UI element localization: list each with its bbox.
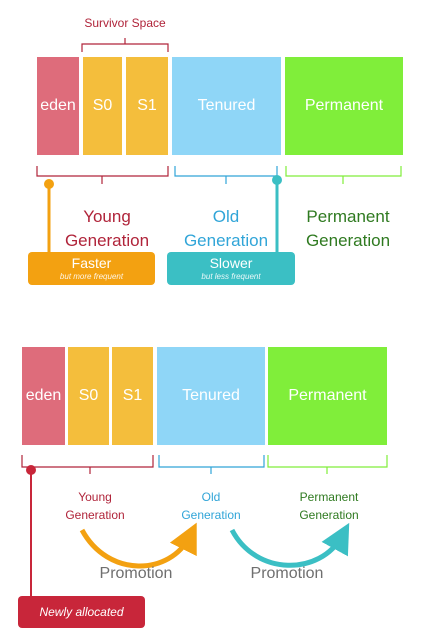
s0-block: S0 [83,57,122,155]
newly-allocated-label: Newly allocated [39,605,124,619]
newly-allocated-badge: Newly allocated [18,596,145,628]
young-line-1: Young [83,207,131,226]
bottom-young-bracket [21,455,154,468]
slower-pointer-dot [272,175,282,185]
permanent-bracket [285,166,402,177]
promotion-arrow-1 [79,522,197,569]
bottom-old-line-1: Old [201,490,221,504]
bottom-tenured-block: Tenured [157,347,265,445]
tenured-block: Tenured [172,57,281,155]
bottom-permanent-line-2: Generation [299,508,359,522]
bottom-young-line-1: Young [78,490,112,504]
bottom-old-line-2: Generation [181,508,241,522]
promotion-arrow-2 [229,522,350,568]
bottom-old-bracket [158,455,265,468]
promotion-label-1: Promotion [99,565,173,582]
old-line-1: Old [212,207,240,226]
young-generation-label: Young Generation [52,205,162,253]
slower-label: Slower [209,255,253,271]
faster-badge: Faster but more frequent [28,252,155,285]
bottom-young-generation-label: Young Generation [45,488,145,524]
permanent-block: Permanent [285,57,403,155]
bottom-permanent-block: Permanent [268,347,387,445]
top-diagram-lines [36,38,402,252]
young-bracket [36,166,169,177]
bottom-s0-block: S0 [68,347,109,445]
bottom-permanent-generation-label: Permanent Generation [279,488,379,524]
survivor-space-label: Survivor Space [84,16,166,30]
bottom-eden-block: eden [22,347,65,445]
bottom-old-generation-label: Old Generation [161,488,261,524]
heap-diagram-top: Survivor Space eden S0 S1 Tenured Perman… [28,16,403,285]
faster-note: but more frequent [59,272,124,281]
eden-block: eden [37,57,79,155]
s1-block: S1 [126,57,168,155]
permanent-generation-label: Permanent Generation [293,205,403,253]
old-bracket [174,166,278,177]
bottom-permanent-line-1: Permanent [299,490,359,504]
promotion-label-2: Promotion [250,565,324,582]
newly-allocated-dot [26,465,36,475]
bottom-diagram-lines [21,455,388,596]
bottom-young-line-2: Generation [65,508,125,522]
faster-pointer-dot [44,179,54,189]
old-line-2: Generation [183,231,269,250]
survivor-bracket [81,43,169,52]
old-generation-label: Old Generation [176,205,276,253]
permanent-line-1: Permanent [306,207,390,226]
slower-badge: Slower but less frequent [167,252,295,285]
faster-label: Faster [71,255,112,271]
bottom-s1-block: S1 [112,347,153,445]
permanent-line-2: Generation [305,231,391,250]
slower-note: but less frequent [201,272,261,281]
heap-diagram-bottom: eden S0 S1 Tenured Permanent Young Gener… [0,320,422,640]
bottom-permanent-bracket [267,455,388,468]
young-line-2: Generation [64,231,150,250]
